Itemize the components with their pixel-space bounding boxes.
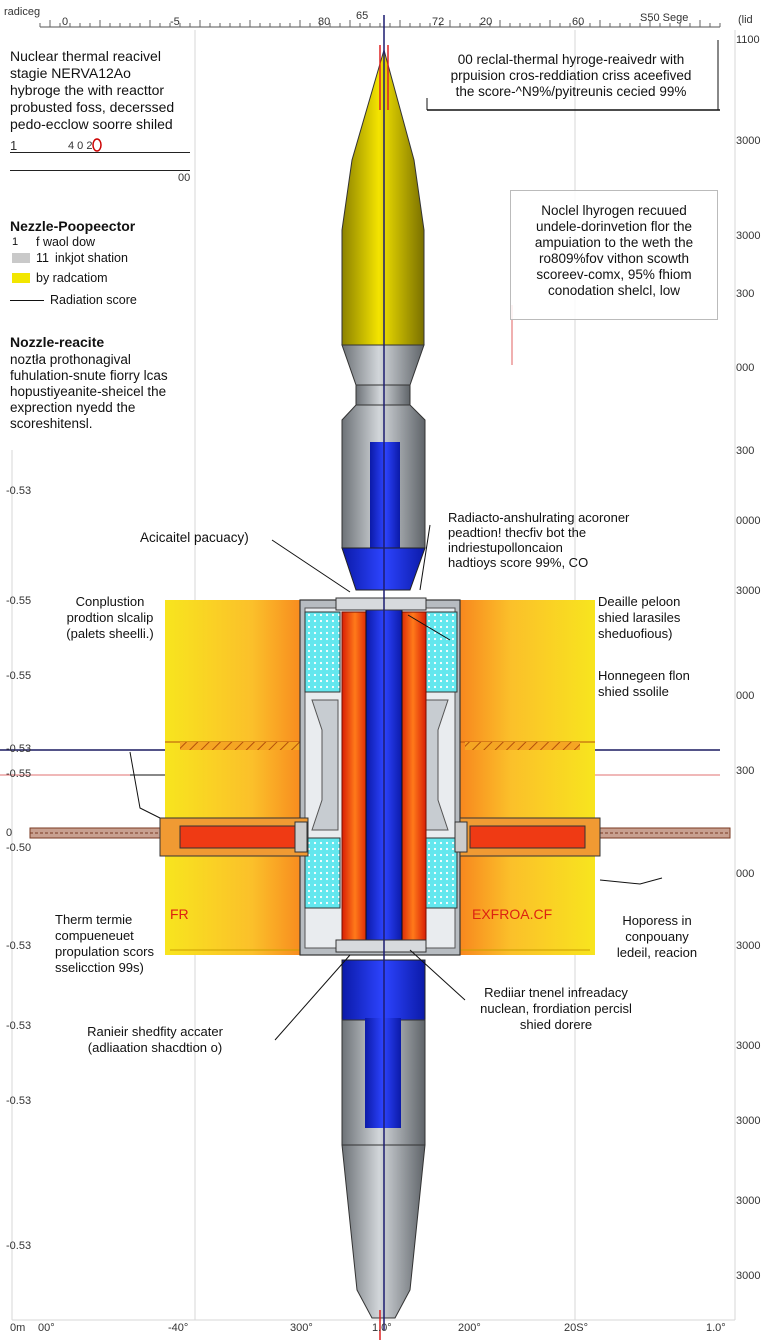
- left-axis-tick: -0.53: [6, 485, 32, 497]
- left-axis-tick: -0.55: [6, 670, 32, 682]
- left-axis-tick: -0.53: [6, 1240, 32, 1252]
- right-axis-tick: 0000: [736, 515, 761, 527]
- legend-item: Radiation score: [10, 293, 137, 307]
- bottom-axis-tick: 00°: [38, 1322, 55, 1334]
- legend-symbol: 1: [12, 236, 19, 248]
- left-axis-tick: -0.53: [6, 940, 32, 952]
- right-axis-tick: 000: [736, 690, 755, 702]
- scale-marks: 4 0 2: [68, 140, 93, 152]
- left-axis-tick: -0.55: [6, 595, 32, 607]
- legend-item: 1 f waol dow: [12, 235, 95, 249]
- callout-deaille: Deaille peloon shied larasiles sheduofio…: [598, 594, 681, 641]
- legend-item: 11 inkjot shation: [12, 251, 128, 265]
- right-axis-tick: 300: [736, 765, 755, 777]
- callout-rediiar: Rediiar tnenel infreadacy nuclean, frord…: [480, 985, 632, 1032]
- top-axis-tick: 65: [356, 10, 369, 22]
- top-axis-tick: 72: [432, 16, 445, 28]
- right-axis-tick: 300: [736, 445, 755, 457]
- legend-text: Radiation score: [50, 293, 137, 307]
- right-axis-tick: 3000: [736, 1115, 761, 1127]
- callout-honnegeen: Honnegeen flon shied ssolile: [598, 668, 690, 699]
- top-axis-tick: 20: [480, 16, 493, 28]
- right-axis-tick: 300: [736, 288, 755, 300]
- legend-line-icon: [10, 299, 44, 301]
- bottom-axis-tick: 0m: [10, 1322, 26, 1334]
- scale-right-label: 00: [178, 172, 191, 184]
- top-axis-tick: (lid: [738, 14, 753, 26]
- left-axis-tick: -0.55: [6, 768, 32, 780]
- legend-swatch-yellow: [12, 273, 30, 283]
- right-axis-tick: 3000: [736, 1270, 761, 1282]
- right-axis-tick: 000: [736, 868, 755, 880]
- bottom-axis-tick: 1.0°: [372, 1322, 392, 1334]
- scale-left-label: 1: [10, 138, 18, 153]
- nozzle-note-heading: Nozzle-reacite: [10, 334, 105, 350]
- bottom-axis-tick: 300°: [290, 1322, 313, 1334]
- callout-radiacto: Radiacto-anshulrating acoroner peadtion!…: [448, 510, 630, 570]
- callout-ranieir: Ranieir shedfity accater (adliaation sha…: [87, 1024, 223, 1055]
- legend-symbol: 11: [36, 251, 49, 265]
- bottom-axis-tick: 200°: [458, 1322, 481, 1334]
- callout-hoporess: Hoporess in conpouany ledeil, reacion: [616, 913, 698, 960]
- right-axis-tick: 3000: [736, 1040, 761, 1052]
- right-axis-top: 1100: [736, 34, 760, 46]
- left-axis-tick: -0.53: [6, 743, 32, 755]
- left-axis-tick: 0: [6, 827, 13, 839]
- right-axis-tick: 3000: [736, 1195, 761, 1207]
- right-axis-tick: 3000: [736, 230, 761, 242]
- top-axis-tick: -5: [170, 16, 180, 28]
- right-info-text: Noclel lhyrogen recuued undele-dorinveti…: [534, 203, 694, 298]
- top-axis-left-label: radiceg: [4, 6, 41, 18]
- legend-heading: Nezzle-Poopeector: [10, 218, 136, 234]
- core-right-mark: EXFROA.CF: [472, 906, 553, 922]
- top-axis-tick: S50 Sege: [640, 12, 689, 24]
- bottom-axis-tick: 20S°: [564, 1322, 588, 1334]
- nozzle-note-text: noztła prothonagival fuhulation-snute fi…: [10, 352, 168, 431]
- top-note: 00 reclal-thermal hyroge-reaivedr with p…: [450, 52, 692, 99]
- scale-bar: 1 4 0 2 00: [10, 138, 190, 184]
- legend-item: by radcatiom: [12, 271, 108, 285]
- bottom-axis-tick: 1.0°: [706, 1322, 726, 1334]
- left-axis-tick: -0.53: [6, 1020, 32, 1032]
- left-axis-tick: -0.53: [6, 1095, 32, 1107]
- legend-text: f waol dow: [36, 235, 96, 249]
- right-axis-tick: 3000: [736, 940, 761, 952]
- legend-text: by radcatiom: [36, 271, 108, 285]
- right-axis-tick: 000: [736, 362, 755, 374]
- callout-therm: Therm termie compueneuet propulation sco…: [55, 912, 154, 975]
- right-info-box: Noclel lhyrogen recuued undele-dorinveti…: [510, 190, 718, 320]
- top-axis-tick: 60: [572, 16, 585, 28]
- legend-swatch-gray: [12, 253, 30, 263]
- title-block: Nuclear thermal reacivel stagie NERVA12A…: [10, 48, 175, 132]
- right-axis-tick: 3000: [736, 135, 761, 147]
- legend-text: inkjot shation: [54, 251, 128, 265]
- callout-conplustion: Conplustion prodtion slcalip (palets she…: [66, 594, 154, 641]
- left-axis-tick: -0.50: [6, 842, 32, 854]
- callout-acicaitel: Acicaitel pacuacy): [140, 530, 249, 545]
- top-axis-tick: 0: [62, 16, 69, 28]
- bottom-axis-tick: -40°: [168, 1322, 189, 1334]
- top-axis-tick: 80: [318, 16, 331, 28]
- right-axis-tick: 3000: [736, 585, 761, 597]
- core-left-mark: FR: [170, 906, 189, 922]
